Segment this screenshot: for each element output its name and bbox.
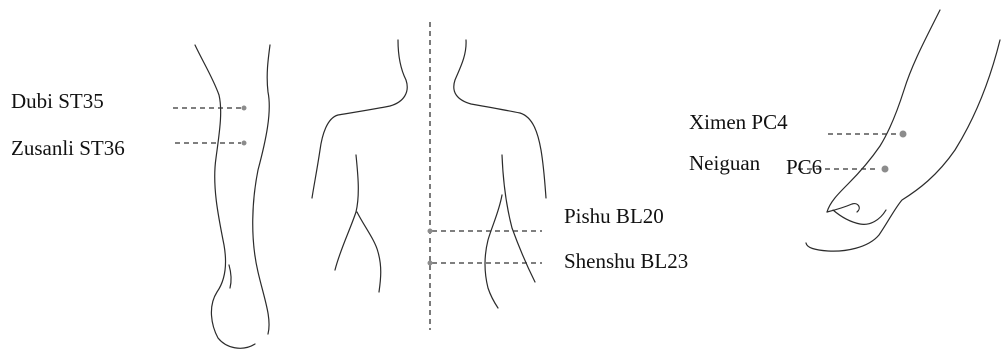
- pishu-label: Pishu BL20: [564, 204, 664, 228]
- shenshu-label: Shenshu BL23: [564, 249, 688, 273]
- leg-front-outline: [195, 45, 255, 348]
- pishu-point: [428, 229, 433, 234]
- ximen-label: Ximen PC4: [689, 110, 788, 134]
- leg-back-outline: [253, 45, 270, 334]
- dubi-point: [242, 106, 247, 111]
- neiguan-code-label: PC6: [786, 155, 822, 179]
- right-waist-outline: [485, 195, 502, 308]
- leg-figure: [195, 45, 270, 348]
- left-arm-inner-line: [335, 155, 358, 270]
- left-neck-shoulder-outline: [312, 40, 407, 198]
- dubi-label: Dubi ST35: [11, 89, 104, 113]
- ximen-point: [900, 131, 907, 138]
- thumb-outline: [827, 204, 859, 212]
- shenshu-point: [428, 261, 433, 266]
- palm-crease-outline: [833, 210, 886, 224]
- forearm-upper-outline: [827, 10, 940, 212]
- back-figure: [312, 22, 546, 330]
- ankle-crease: [229, 265, 231, 288]
- forearm-lower-outline: [806, 40, 1000, 251]
- right-neck-shoulder-outline: [454, 40, 546, 198]
- acupoint-labels: Dubi ST35 Zusanli ST36 Pishu BL20 Shensh…: [11, 89, 822, 273]
- left-waist-outline: [357, 212, 381, 292]
- neiguan-point: [882, 166, 889, 173]
- acupoint-markers: [173, 106, 907, 266]
- zusanli-label: Zusanli ST36: [11, 136, 125, 160]
- neiguan-name-label: Neiguan: [689, 151, 761, 175]
- zusanli-point: [242, 141, 247, 146]
